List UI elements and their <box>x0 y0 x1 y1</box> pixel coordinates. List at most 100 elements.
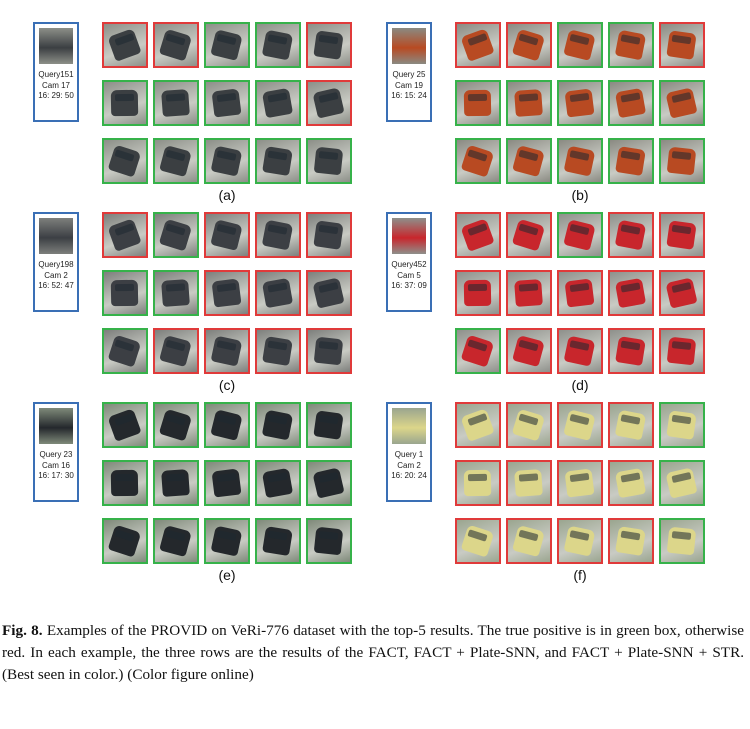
caption-text: Examples of the PROVID on VeRi-776 datas… <box>2 622 745 683</box>
query-info-line: Query 25 <box>392 70 426 79</box>
result-true-positive <box>608 138 654 184</box>
vehicle-image <box>210 145 243 177</box>
result-false-positive <box>659 270 705 316</box>
result-true-positive <box>102 518 148 564</box>
vehicle-image <box>313 220 344 250</box>
query-info-line: Query 1 <box>394 450 424 459</box>
query-info-line: Query151 <box>38 70 74 79</box>
result-true-positive <box>255 138 301 184</box>
query-image <box>392 218 426 254</box>
caption-lead: Fig. 8. <box>2 622 43 639</box>
vehicle-image <box>614 409 647 441</box>
result-false-positive <box>102 212 148 258</box>
result-true-positive <box>102 402 148 448</box>
vehicle-image <box>262 336 293 366</box>
vehicle-image <box>666 30 697 60</box>
result-false-positive <box>455 518 501 564</box>
panel-label: (f) <box>573 567 587 583</box>
result-false-positive <box>506 460 552 506</box>
result-true-positive <box>153 270 199 316</box>
result-false-positive <box>659 328 705 374</box>
result-false-positive <box>557 328 603 374</box>
result-true-positive <box>255 460 301 506</box>
vehicle-image <box>261 277 294 309</box>
result-true-positive <box>455 328 501 374</box>
query-info-line: Cam 19 <box>394 80 423 90</box>
result-false-positive <box>608 328 654 374</box>
query-image <box>39 218 73 254</box>
result-true-positive <box>204 22 250 68</box>
result-false-positive <box>506 402 552 448</box>
result-true-positive <box>102 270 148 316</box>
vehicle-image <box>666 526 697 556</box>
vehicle-image <box>313 526 344 556</box>
result-true-positive <box>306 402 352 448</box>
vehicle-image <box>211 278 242 308</box>
result-false-positive <box>557 270 603 316</box>
query-info-line: Cam 17 <box>41 80 70 90</box>
vehicle-image <box>261 467 294 499</box>
vehicle-image <box>666 336 697 366</box>
vehicle-image <box>615 526 646 556</box>
query-info-line: Cam 2 <box>397 460 421 470</box>
panel-label: (e) <box>218 567 236 583</box>
vehicle-image <box>564 88 595 118</box>
result-false-positive <box>608 270 654 316</box>
vehicle-image <box>211 468 242 498</box>
result-false-positive <box>557 460 603 506</box>
result-false-positive <box>255 328 301 374</box>
result-true-positive <box>255 80 301 126</box>
query-info-line: Query452 <box>391 260 427 269</box>
query-info-line: 16: 52: 47 <box>38 281 74 290</box>
result-true-positive <box>102 80 148 126</box>
result-true-positive <box>153 460 199 506</box>
result-false-positive <box>557 518 603 564</box>
result-true-positive <box>659 518 705 564</box>
result-false-positive <box>153 22 199 68</box>
panel-label: (b) <box>571 187 589 203</box>
result-false-positive <box>306 328 352 374</box>
result-true-positive <box>608 22 654 68</box>
result-true-positive <box>557 138 603 184</box>
query-info-line: Cam 2 <box>44 270 68 280</box>
result-true-positive <box>557 212 603 258</box>
vehicle-image <box>262 146 293 176</box>
result-false-positive <box>102 22 148 68</box>
result-true-positive <box>306 138 352 184</box>
result-true-positive <box>255 402 301 448</box>
result-false-positive <box>306 80 352 126</box>
result-false-positive <box>557 402 603 448</box>
result-true-positive <box>455 138 501 184</box>
query-info-line: 16: 20: 24 <box>391 471 427 480</box>
vehicle-image <box>261 87 294 119</box>
query-info-line: 16: 29: 50 <box>38 91 74 100</box>
vehicle-image <box>261 409 294 441</box>
result-true-positive <box>557 22 603 68</box>
result-false-positive <box>659 22 705 68</box>
result-false-positive <box>659 212 705 258</box>
vehicle-image <box>564 468 595 498</box>
result-true-positive <box>204 138 250 184</box>
vehicle-image <box>615 336 646 366</box>
result-true-positive <box>153 138 199 184</box>
result-true-positive <box>306 518 352 564</box>
result-false-positive <box>455 402 501 448</box>
query-image <box>392 28 426 64</box>
result-true-positive <box>659 138 705 184</box>
vehicle-image <box>313 146 344 176</box>
vehicle-image <box>614 87 647 119</box>
result-false-positive <box>608 518 654 564</box>
result-false-positive <box>255 270 301 316</box>
result-false-positive <box>255 212 301 258</box>
result-true-positive <box>306 460 352 506</box>
